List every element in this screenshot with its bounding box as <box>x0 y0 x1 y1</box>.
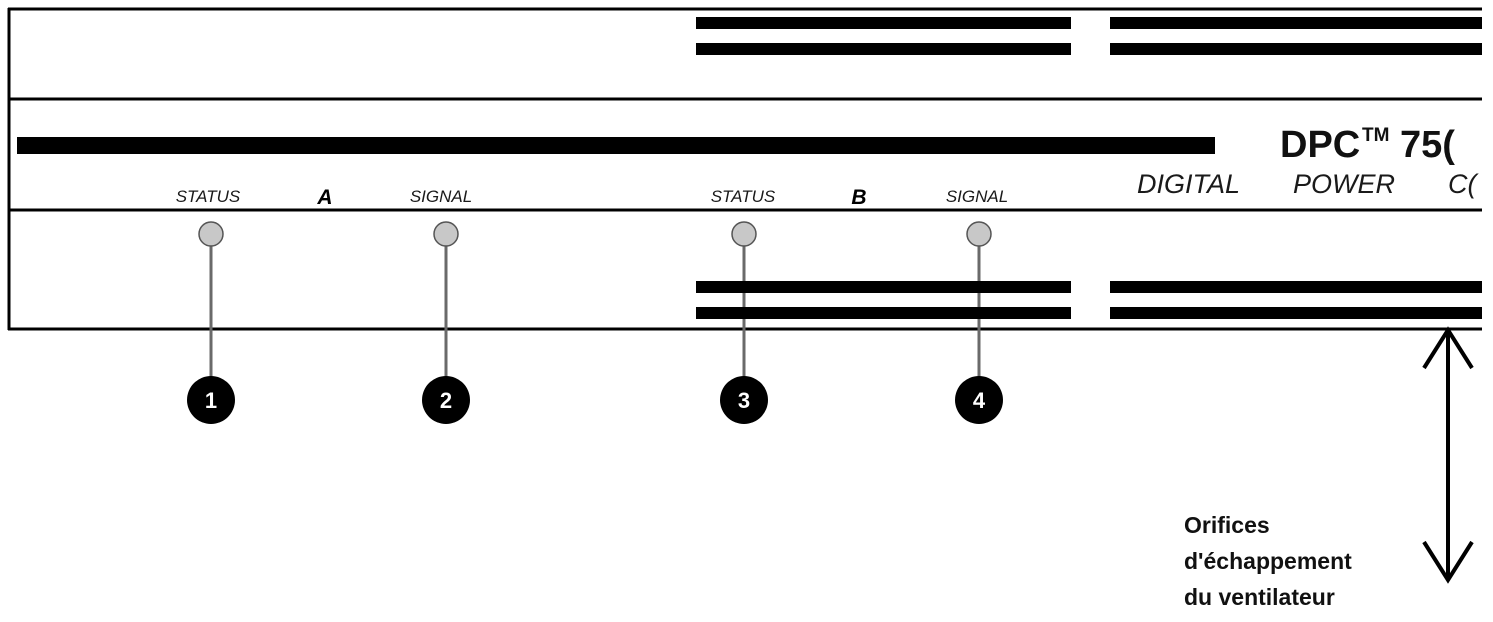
fan-exhaust-label-line-1: Orifices <box>1184 512 1270 538</box>
lower-vent-slots <box>696 281 1482 319</box>
model-name: DPC <box>1280 124 1360 166</box>
panel-accent-bar <box>17 137 1215 154</box>
fan-exhaust-arrow <box>1422 326 1474 584</box>
callout-1: 1 <box>187 376 235 424</box>
arrow-head-bottom <box>1422 540 1474 584</box>
channel-b-letter: B <box>851 186 866 209</box>
callout-number: 4 <box>973 388 986 413</box>
channel-a-letter: A <box>316 186 332 209</box>
fan-exhaust-label-line-3: du ventilateur <box>1184 584 1335 610</box>
callout-marker <box>422 376 470 424</box>
vent-slot <box>1110 43 1482 55</box>
callout-number: 1 <box>205 388 217 413</box>
vent-slot <box>696 43 1071 55</box>
callout-marker <box>955 376 1003 424</box>
vent-slot <box>696 307 1071 319</box>
vent-slot <box>696 281 1071 293</box>
callout-4: 4 <box>955 376 1003 424</box>
model-number: 75( <box>1400 124 1455 166</box>
callout-3: 3 <box>720 376 768 424</box>
vent-slot <box>696 17 1071 29</box>
callout-number: 2 <box>440 388 452 413</box>
callout-marker <box>720 376 768 424</box>
arrow-head-top <box>1422 326 1474 370</box>
callout-number: 3 <box>738 388 750 413</box>
vent-slot <box>1110 307 1482 319</box>
vent-slot <box>1110 17 1482 29</box>
channel-a-signal-label: SIGNAL <box>410 187 472 206</box>
vent-slot <box>1110 281 1482 293</box>
channel-b-signal-label: SIGNAL <box>946 187 1008 206</box>
signal-led-b <box>966 221 992 247</box>
brand-word-digital: DIGITAL <box>1137 169 1240 199</box>
status-led-a <box>198 221 224 247</box>
brand-word-power: POWER <box>1293 169 1395 199</box>
channel-b-status-label: STATUS <box>711 187 776 206</box>
signal-led-a <box>433 221 459 247</box>
upper-vent-slots <box>696 17 1482 55</box>
brand-word-co: C( <box>1448 169 1479 199</box>
callout-2: 2 <box>422 376 470 424</box>
status-led-b <box>731 221 757 247</box>
fan-exhaust-label-line-2: d'échappement <box>1184 548 1352 574</box>
callout-marker <box>187 376 235 424</box>
channel-a-status-label: STATUS <box>176 187 241 206</box>
trademark-mark: TM <box>1362 125 1389 146</box>
